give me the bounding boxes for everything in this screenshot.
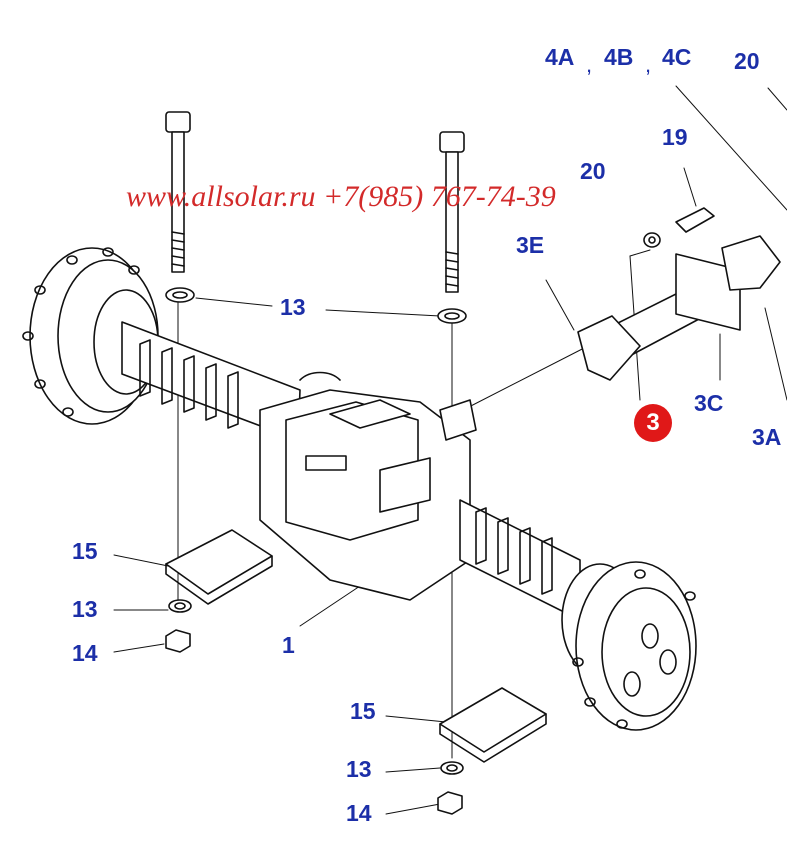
callout-3a: 3A bbox=[752, 424, 782, 450]
callout-4b: 4B bbox=[604, 44, 634, 70]
callout-3c: 3C bbox=[694, 390, 724, 416]
right-u-bolt bbox=[437, 131, 467, 324]
callout-13-left: 13 bbox=[72, 596, 98, 622]
differential-housing bbox=[259, 371, 477, 601]
bottom-spring-pad bbox=[437, 687, 547, 815]
callout-15-left: 15 bbox=[72, 538, 98, 564]
callout-separator: , bbox=[586, 52, 593, 77]
callout-3e: 3E bbox=[516, 232, 545, 258]
callout-4c: 4C bbox=[662, 44, 692, 70]
callout-14-left: 14 bbox=[72, 640, 98, 666]
callout-20-top: 20 bbox=[734, 48, 760, 74]
left-wheel-hub bbox=[22, 247, 159, 425]
right-axle-tube bbox=[459, 499, 581, 621]
left-u-bolt bbox=[165, 111, 195, 303]
watermark-text: www.allsolar.ru +7(985) 767-74-39 bbox=[126, 180, 556, 213]
callout-13-top: 13 bbox=[280, 294, 306, 320]
right-wheel-hub bbox=[561, 561, 697, 731]
callout-14-bottom: 14 bbox=[346, 800, 372, 826]
drive-shaft bbox=[577, 207, 781, 381]
left-spring-pad bbox=[165, 529, 273, 653]
callout-1: 1 bbox=[282, 632, 295, 658]
callout-3-highlight-badge: 3 bbox=[634, 404, 672, 442]
callout-4a: 4A bbox=[545, 44, 575, 70]
callout-19: 19 bbox=[662, 124, 688, 150]
callout-15-bottom: 15 bbox=[350, 698, 376, 724]
callout-20-mid: 20 bbox=[580, 158, 606, 184]
callout-separator: , bbox=[645, 52, 652, 77]
callout-13-bottom: 13 bbox=[346, 756, 372, 782]
